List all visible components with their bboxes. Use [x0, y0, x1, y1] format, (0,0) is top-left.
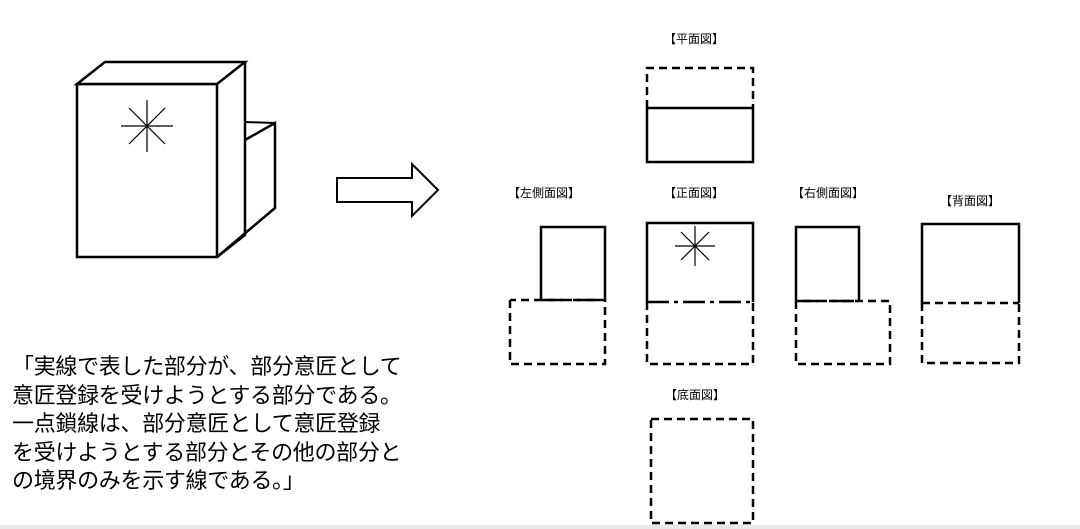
caption-line: 「実線で表した部分が、部分意匠として [12, 355, 402, 380]
arrow-icon [336, 161, 440, 219]
left-side-view [508, 225, 607, 366]
isometric-block [73, 60, 277, 259]
back-view [920, 222, 1021, 365]
front-view-label: 【正面図】 [664, 186, 725, 200]
left-side-view-label: 【左側面図】 [508, 186, 581, 200]
right-side-view-label: 【右側面図】 [792, 186, 865, 200]
sparkle-icon [675, 226, 715, 266]
caption-line: 一点鎖線は、部分意匠として意匠登録 [12, 412, 381, 437]
caption-line: の境界のみを示す線である。」 [12, 469, 305, 494]
caption-line: 意匠登録を受けようとする部分である。 [12, 383, 402, 409]
plan-view [645, 66, 755, 164]
bottom-divider [0, 525, 1080, 529]
back-view-label: 【背面図】 [940, 194, 1001, 208]
bottom-view [649, 417, 755, 525]
caption: 「実線で表した部分が、部分意匠として 意匠登録を受けようとする部分である。 一点… [12, 354, 492, 497]
bottom-view-label: 【底面図】 [665, 388, 726, 402]
front-view [645, 221, 755, 366]
right-side-view [794, 225, 892, 366]
caption-line: を受けようとする部分とその他の部分と [12, 440, 402, 466]
plan-view-label: 【平面図】 [664, 32, 725, 46]
sparkle-icon [121, 100, 173, 152]
